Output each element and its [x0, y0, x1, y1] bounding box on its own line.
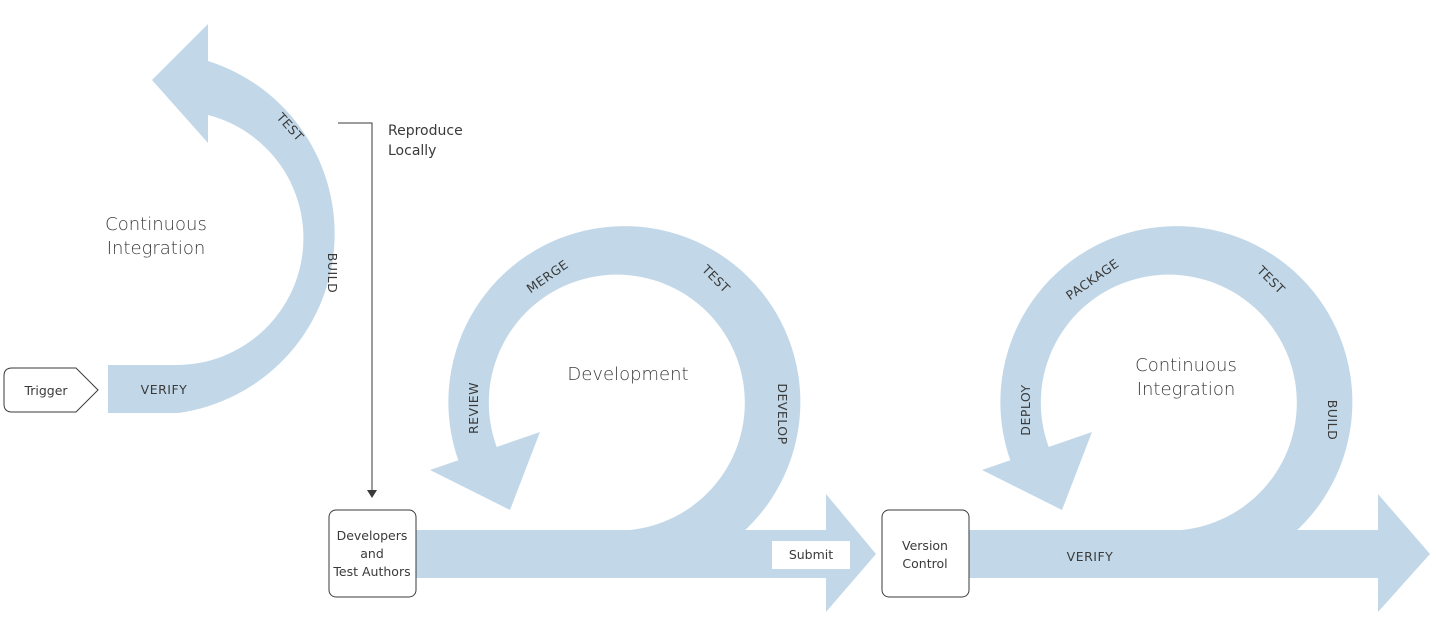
developers-line1: Developers [337, 528, 408, 543]
developers-box [328, 509, 417, 598]
version-control-box [881, 509, 970, 598]
reproduce-line1: Reproduce [388, 123, 463, 139]
dev-label-review: REVIEW [466, 382, 481, 434]
reproduce-locally-connector: Reproduce Locally [338, 122, 463, 498]
ci-label-build: BUILD [1325, 400, 1340, 441]
ci-ring-band [1000, 226, 1353, 578]
developers-node: Developers and Test Authors [328, 509, 417, 598]
dev-exit-arrow [630, 494, 876, 612]
submit-label: Submit [789, 547, 833, 562]
left-cycle-label-build: BUILD [325, 253, 340, 294]
left-cycle-band [108, 24, 335, 413]
reproduce-line2: Locally [388, 143, 436, 159]
left-ci-cycle: TEST BUILD VERIFY Continuous Integration [105, 24, 340, 413]
version-control-node: Version Control [881, 509, 970, 598]
ci-cycle-title-line1: Continuous [1135, 355, 1237, 376]
development-cycle: MERGE TEST REVIEW DEVELOP Development [415, 226, 876, 612]
ci-bottom-band [968, 530, 1182, 578]
ci-cycle-title-line2: Integration [1137, 379, 1236, 400]
developers-line2: and [360, 546, 384, 561]
version-control-line1: Version [902, 538, 948, 553]
ci-exit-arrow [1182, 494, 1430, 612]
ci-label-deploy: DEPLOY [1018, 384, 1033, 435]
connector-line [338, 122, 373, 490]
left-cycle-label-verify: VERIFY [141, 382, 188, 397]
dev-ring-arrowhead [430, 432, 540, 510]
dev-label-develop: DEVELOP [775, 383, 790, 444]
left-cycle-title-line2: Integration [107, 238, 206, 259]
dev-bottom-band [415, 530, 630, 578]
ci-label-verify: VERIFY [1067, 549, 1114, 564]
trigger-node: Trigger [3, 367, 99, 413]
dev-cycle-title: Development [567, 364, 688, 385]
submit-node: Submit [772, 541, 850, 569]
ci-ring-arrowhead [982, 432, 1092, 510]
trigger-shape [3, 367, 99, 413]
dev-ring-band [448, 226, 801, 578]
submit-box [772, 541, 850, 569]
left-cycle-title-line1: Continuous [105, 214, 207, 235]
version-control-line2: Control [902, 556, 947, 571]
ci-cycle: PACKAGE TEST DEPLOY BUILD VERIFY Continu… [968, 226, 1430, 612]
connector-arrowhead [367, 490, 377, 498]
developers-line3: Test Authors [332, 564, 410, 579]
trigger-label: Trigger [23, 383, 68, 398]
